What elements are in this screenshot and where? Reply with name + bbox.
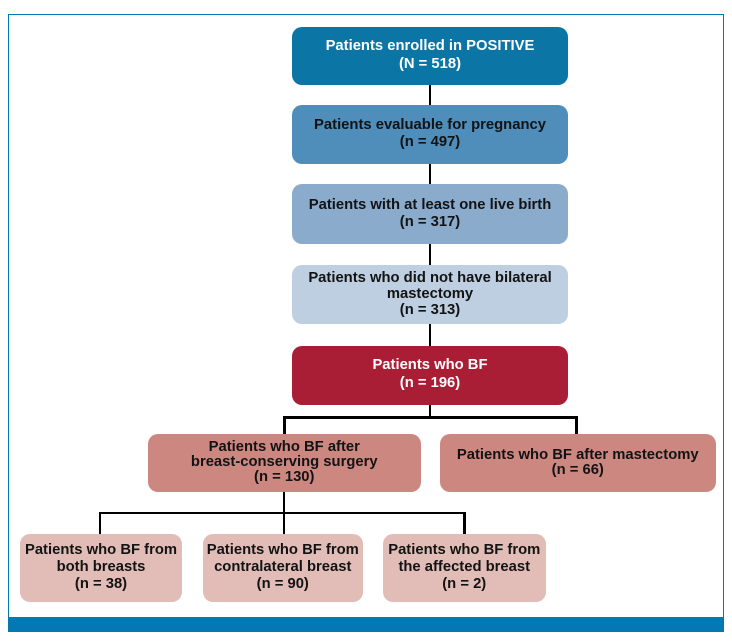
node-bf-contralateral-breast-line: (n = 90) xyxy=(256,576,309,593)
connector-bf-branch-bar xyxy=(283,416,578,419)
node-bf-breast-conserving-line: breast-conserving surgery xyxy=(190,454,378,471)
connector-drop-both-breasts xyxy=(98,511,102,534)
figure-bottom-bar xyxy=(8,617,724,632)
connector-drop-affected xyxy=(463,511,466,534)
node-bf-contralateral-breast-line: contralateral breast xyxy=(214,559,352,576)
node-evaluable-pregnancy-line: (n = 497) xyxy=(399,134,461,151)
connector-evaluable-livebirth xyxy=(428,163,432,184)
node-bf-breast-conserving-line: (n = 130) xyxy=(254,469,315,486)
connector-enrolled-evaluable xyxy=(428,84,432,105)
figure-frame-border xyxy=(8,13,724,617)
node-bf-breast-conserving-line: Patients who BF after xyxy=(208,439,360,456)
connector-drop-breast-conserving xyxy=(283,416,286,434)
node-evaluable-pregnancy-line: Patients evaluable for pregnancy xyxy=(314,116,546,133)
node-bf-affected-breast-line: Patients who BF from xyxy=(388,541,541,558)
node-bf-both-breasts-line: both breasts xyxy=(56,559,146,576)
node-bf-contralateral-breast-line: Patients who BF from xyxy=(206,541,359,558)
node-enrolled-line: Patients enrolled in POSITIVE xyxy=(325,38,535,55)
node-live-birth-line: (n = 317) xyxy=(399,214,461,230)
node-no-bilateral-mastectomy-line: mastectomy xyxy=(386,285,474,302)
node-evaluable-pregnancy: Patients evaluable for pregnancy(n = 497… xyxy=(292,105,568,164)
node-bf-affected-breast-line: (n = 2) xyxy=(442,576,487,593)
node-no-bilateral-mastectomy-line: (n = 313) xyxy=(399,302,461,319)
node-bf-line: (n = 196) xyxy=(399,375,461,391)
node-bf-mastectomy: Patients who BF after mastectomy(n = 66) xyxy=(440,433,716,492)
node-live-birth-line: Patients with at least one live birth xyxy=(308,196,552,213)
node-live-birth: Patients with at least one live birth(n … xyxy=(292,184,568,244)
node-bf-affected-breast-line: the affected breast xyxy=(398,559,531,576)
node-bf-both-breasts-line: Patients who BF from xyxy=(24,541,178,558)
node-bf-both-breasts-line: (n = 38) xyxy=(74,576,128,593)
node-enrolled-line: (N = 518) xyxy=(398,55,462,72)
node-no-bilateral-mastectomy-line: Patients who did not have bilateral xyxy=(308,269,552,286)
connector-bottom-branch-bar xyxy=(98,511,466,515)
node-bf: Patients who BF(n = 196) xyxy=(292,345,568,405)
node-bf-mastectomy-line: Patients who BF after mastectomy xyxy=(456,446,699,463)
node-enrolled: Patients enrolled in POSITIVE(N = 518) xyxy=(292,26,568,85)
connector-breast-conserving-stem xyxy=(282,492,286,515)
connector-nobilateral-bf xyxy=(428,323,432,346)
connector-livebirth-nobilateral xyxy=(428,244,432,265)
node-bf-mastectomy-line: (n = 66) xyxy=(551,461,604,478)
connector-bf-stem xyxy=(428,404,432,419)
node-bf-line: Patients who BF xyxy=(372,357,488,374)
connector-drop-mastectomy xyxy=(575,416,578,434)
connector-drop-contralateral xyxy=(282,511,286,534)
